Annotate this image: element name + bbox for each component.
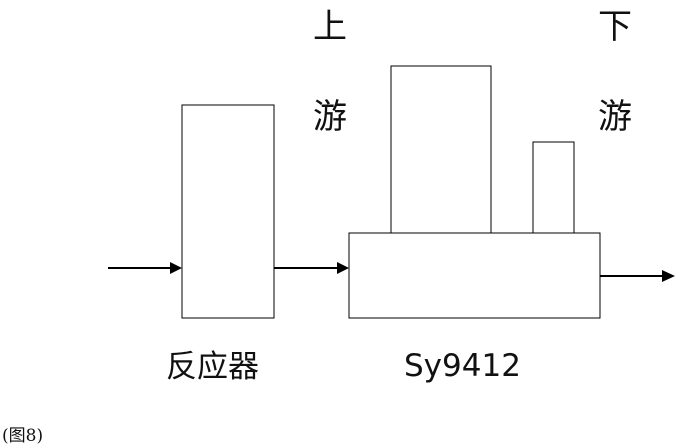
downstream-char-1: 下 [598, 7, 632, 47]
reactor-box [181, 104, 275, 319]
instrument-base-box [348, 232, 601, 319]
outlet-arrow [600, 270, 675, 282]
upstream-char-1: 上 [313, 7, 347, 47]
upstream-char-2: 游 [313, 97, 347, 137]
inlet-arrow [108, 262, 182, 274]
downstream-char-2: 游 [598, 97, 632, 137]
reactor-to-instrument-arrow [274, 262, 349, 274]
reactor-label: 反应器 [166, 349, 259, 385]
instrument-label: Sy9412 [404, 348, 521, 384]
figure-caption: (图8) [2, 426, 43, 446]
instrument-small-column [532, 141, 575, 234]
instrument-tall-column [390, 65, 492, 234]
